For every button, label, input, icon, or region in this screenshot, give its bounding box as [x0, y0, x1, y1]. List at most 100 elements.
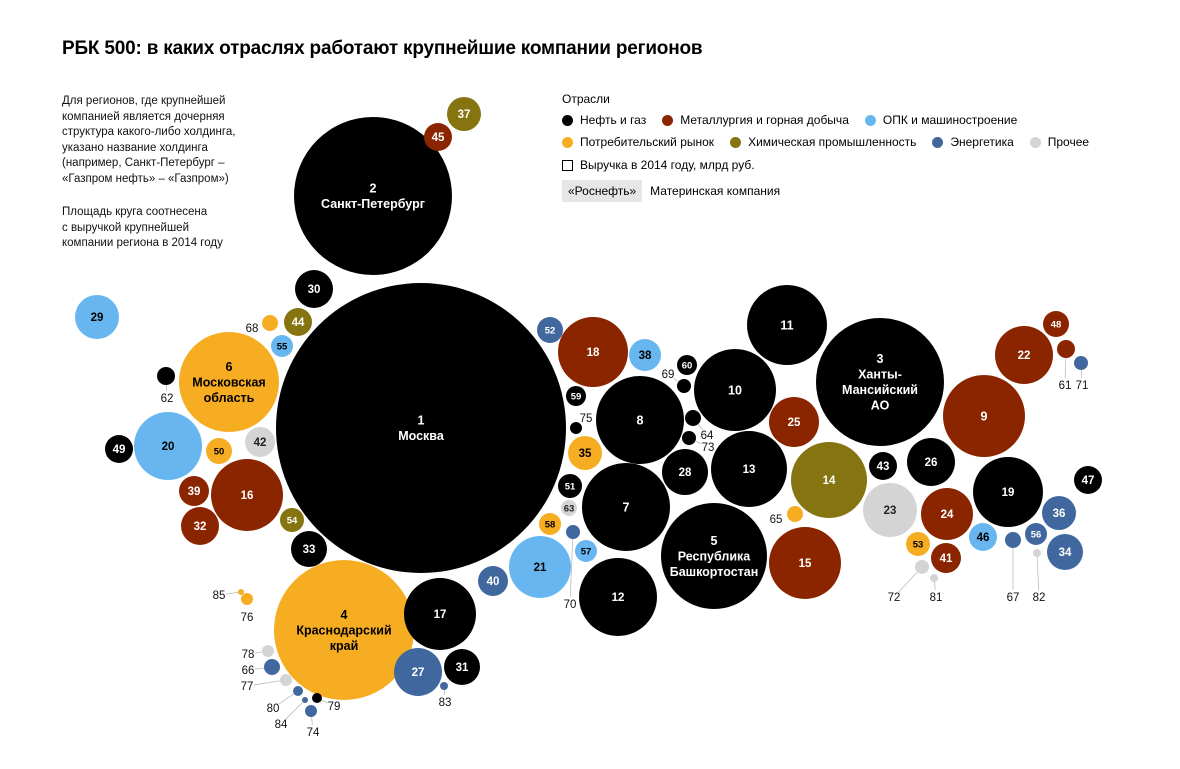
legend-item-opk: ОПК и машиностроение — [864, 113, 1017, 127]
bubble-region-75 — [570, 422, 582, 434]
bubble-region-48 — [1043, 311, 1069, 337]
bubble-label-74: 74 — [307, 727, 320, 739]
bubble-region-16 — [211, 459, 283, 531]
bubble-label-66: 66 — [242, 665, 255, 677]
bubble-region-35 — [568, 436, 602, 470]
legend-swatch-energy — [932, 136, 944, 148]
bubble-region-74 — [305, 705, 317, 717]
bubble-label-25: 25 — [788, 417, 801, 429]
bubble-region-27 — [394, 648, 442, 696]
bubble-name-6: Московская — [192, 375, 265, 389]
bubble-name-1: Москва — [398, 429, 445, 443]
bubble-label-37: 37 — [458, 109, 471, 121]
bubble-region-54 — [280, 508, 304, 532]
bubble-region-5 — [661, 503, 767, 609]
bubble-label-77: 77 — [241, 681, 254, 693]
bubble-number-3: 3 — [877, 352, 884, 366]
bubble-label-39: 39 — [188, 486, 201, 498]
bubble-label-23: 23 — [884, 505, 897, 517]
bubble-label-26: 26 — [925, 457, 938, 469]
bubble-region-60 — [677, 355, 697, 375]
bubble-name-5: Башкортостан — [670, 565, 759, 579]
legend-title: Отрасли — [562, 92, 610, 106]
bubble-number-8: 8 — [637, 413, 644, 427]
bubble-number-19: 19 — [1002, 487, 1015, 499]
bubble-number-24: 24 — [941, 509, 954, 521]
bubble-region-14 — [791, 442, 867, 518]
leader-line-80 — [278, 693, 295, 705]
bubble-region-44 — [284, 308, 312, 336]
bubble-number-30: 30 — [308, 284, 321, 296]
bubble-number-17: 17 — [434, 609, 447, 621]
bubble-label-59: 59 — [571, 391, 582, 402]
bubble-number-32: 32 — [194, 521, 207, 533]
bubble-label-79: 79 — [328, 701, 341, 713]
bubble-number-27: 27 — [412, 667, 425, 679]
bubble-label-52: 52 — [545, 325, 556, 336]
bubble-number-20: 20 — [162, 441, 175, 453]
bubble-label-30: 30 — [308, 284, 321, 296]
bubble-label-20: 20 — [162, 441, 175, 453]
bubble-region-31 — [444, 649, 480, 685]
bubble-region-15 — [769, 527, 841, 599]
bubble-label-14: 14 — [823, 475, 836, 487]
bubble-label-60: 60 — [682, 360, 693, 371]
bubble-number-57: 57 — [581, 546, 592, 557]
leader-line-69 — [673, 377, 679, 383]
bubble-number-12: 12 — [612, 592, 625, 604]
leader-line-85 — [225, 592, 239, 595]
bubble-region-57 — [575, 540, 597, 562]
bubble-number-16: 16 — [241, 490, 254, 502]
bubble-region-82 — [1033, 549, 1041, 557]
bubble-number-34: 34 — [1059, 547, 1072, 559]
bubble-label-51: 51 — [565, 481, 576, 492]
legend-item-metal: Металлургия и горная добыча — [662, 113, 849, 127]
bubble-label-63: 63 — [564, 503, 575, 514]
bubble-label-32: 32 — [194, 521, 207, 533]
bubble-label-82: 82 — [1033, 592, 1046, 604]
bubble-label-9: 9 — [981, 409, 988, 423]
bubble-number-39: 39 — [188, 486, 201, 498]
bubble-region-85 — [238, 589, 244, 595]
bubble-number-22: 22 — [1018, 350, 1031, 362]
bubble-label-44: 44 — [292, 317, 305, 329]
bubble-label-78: 78 — [242, 649, 255, 661]
bubble-label-58: 58 — [545, 519, 556, 530]
bubble-region-23 — [863, 483, 917, 537]
bubble-region-28 — [662, 449, 708, 495]
bubble-number-44: 44 — [292, 317, 305, 329]
bubble-number-2: 2 — [370, 182, 377, 196]
bubble-label-12: 12 — [612, 592, 625, 604]
bubble-label-28: 28 — [679, 467, 692, 479]
bubble-label-17: 17 — [434, 609, 447, 621]
parent-company-tag: «Роснефть» — [562, 180, 643, 202]
legend-item-consumer: Потребительский рынок — [562, 135, 714, 149]
bubble-label-45: 45 — [432, 132, 445, 144]
bubble-region-17 — [404, 578, 476, 650]
leader-line-73 — [695, 440, 702, 445]
bubble-region-56 — [1025, 523, 1047, 545]
bubble-label-22: 22 — [1018, 350, 1031, 362]
bubble-number-13: 13 — [743, 464, 756, 476]
legend-item-chem: Химическая промышленность — [730, 135, 916, 149]
bubble-name-4: край — [330, 639, 359, 653]
bubble-region-80 — [293, 686, 303, 696]
bubble-region-29 — [75, 295, 119, 339]
bubble-region-36 — [1042, 496, 1076, 530]
bubble-number-40: 40 — [487, 576, 500, 588]
bubble-label-84: 84 — [275, 719, 288, 731]
bubble-label-27: 27 — [412, 667, 425, 679]
bubble-number-33: 33 — [303, 544, 316, 556]
bubble-label-72: 72 — [888, 592, 901, 604]
bubble-name-4: Краснодарский — [296, 623, 391, 637]
bubble-name-2: Санкт-Петербург — [321, 197, 425, 211]
bubble-label-55: 55 — [277, 341, 288, 352]
bubble-label-61: 61 — [1059, 380, 1072, 392]
bubble-label-57: 57 — [581, 546, 592, 557]
bubble-region-30 — [295, 270, 333, 308]
bubble-label-65: 65 — [770, 514, 783, 526]
bubble-number-14: 14 — [823, 475, 836, 487]
